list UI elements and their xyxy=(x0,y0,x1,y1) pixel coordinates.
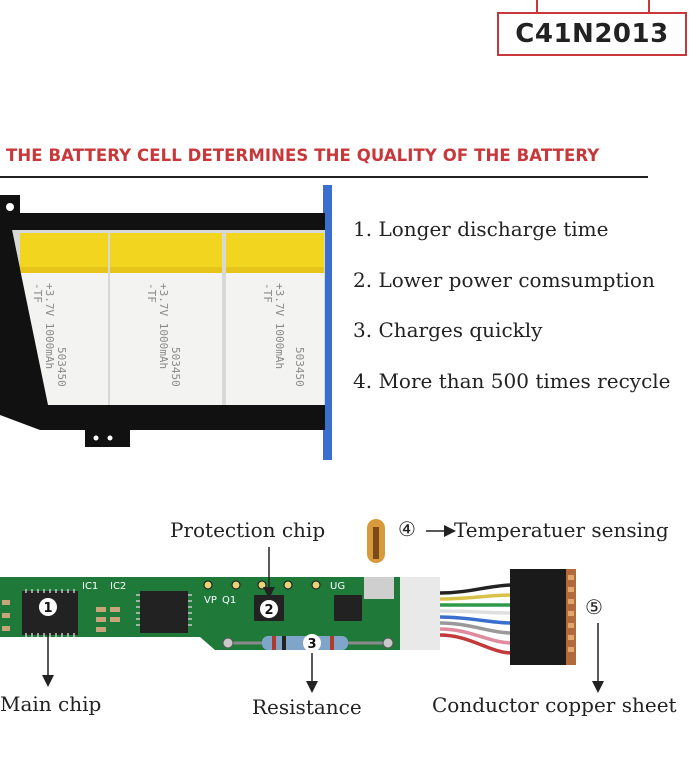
section-heading: THE BATTERY CELL DETERMINES THE QUALITY … xyxy=(6,146,600,165)
cell-2-print-brand: -TF xyxy=(145,283,158,303)
smd-components-left xyxy=(2,600,120,632)
model-number: C41N2013 xyxy=(515,19,669,49)
marker-1: 1 xyxy=(39,598,57,616)
marker-2: 2 xyxy=(260,600,278,618)
marker-1-label: 1 xyxy=(43,601,52,616)
silkscreen-q1: Q1 xyxy=(222,595,236,606)
wire-connector xyxy=(510,569,576,665)
battery-frame-blue-edge xyxy=(323,185,332,460)
cell-2-print-spec: +3.7V 1000mAh xyxy=(157,283,170,369)
model-box-connector-right xyxy=(648,0,650,12)
heading-divider xyxy=(0,176,648,178)
temperature-marker: ④ xyxy=(398,517,416,541)
cell-3 xyxy=(226,233,324,405)
protection-chip-label: Protection chip xyxy=(170,518,326,542)
silkscreen-ug: UG xyxy=(330,581,345,592)
feature-item-1: 1. Longer discharge time xyxy=(353,217,609,241)
silkscreen-vp: VP xyxy=(204,595,217,606)
temperature-sensing-label: Temperatuer sensing xyxy=(454,518,669,542)
marker-2-label: 2 xyxy=(264,603,273,618)
cell-1-print-brand: -TF xyxy=(31,283,44,303)
marker-3: 3 xyxy=(303,634,321,652)
cell-1-print-code: 503450 xyxy=(55,347,68,387)
resistance-label: Resistance xyxy=(252,695,362,719)
silkscreen-ic1: IC1 xyxy=(82,581,98,592)
pcb-board xyxy=(0,577,440,650)
silkscreen-ic2: IC2 xyxy=(110,581,126,592)
marker-3-label: 3 xyxy=(307,637,316,652)
wire-harness xyxy=(439,583,513,655)
mount-dot-2 xyxy=(107,435,113,441)
pcb-connector-plate xyxy=(400,577,440,650)
cell-2 xyxy=(110,233,222,405)
model-box-connector-left xyxy=(536,0,538,12)
pcb-vias xyxy=(203,580,321,590)
mosfet-chip xyxy=(334,595,362,621)
protection-board-illustration: IC1 IC2 VP Q1 UG 1 2 3 xyxy=(0,519,604,693)
battery-cells-illustration: -TF +3.7V 1000mAh 503450 -TF +3.7V 1000m… xyxy=(0,185,332,460)
mount-dot-1 xyxy=(93,435,99,441)
feature-item-4: 4. More than 500 times recycle xyxy=(353,369,671,393)
cell-1-print-spec: +3.7V 1000mAh xyxy=(43,283,56,369)
cell-3-print-spec: +3.7V 1000mAh xyxy=(273,283,286,369)
mount-hole xyxy=(6,203,14,211)
model-number-box: C41N2013 xyxy=(497,12,687,56)
conductor-marker: ⑤ xyxy=(585,595,603,619)
main-chip-label: Main chip xyxy=(0,692,102,716)
casing-shadow xyxy=(0,230,48,405)
temperature-sensor xyxy=(367,519,385,563)
cell-2-print-code: 503450 xyxy=(169,347,182,387)
feature-item-2: 2. Lower power comsumption xyxy=(353,268,655,292)
cell-3-print-code: 503450 xyxy=(293,347,306,387)
secondary-chip xyxy=(136,591,192,633)
conductor-copper-sheet-label: Conductor copper sheet xyxy=(432,693,677,717)
cell-3-print-brand: -TF xyxy=(261,283,274,303)
feature-item-3: 3. Charges quickly xyxy=(353,318,543,342)
